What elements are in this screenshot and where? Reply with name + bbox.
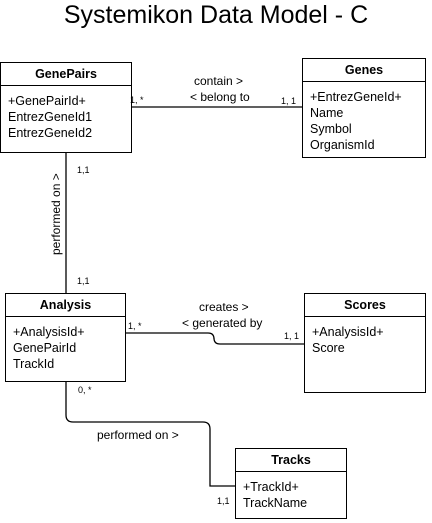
- entity-genes[interactable]: Genes +EntrezGeneId+ Name Symbol Organis…: [302, 58, 426, 158]
- mult-genepairs-genes-to: 1, 1: [281, 96, 297, 106]
- rel-label-belong-to: < belong to: [190, 90, 250, 104]
- entity-tracks[interactable]: Tracks +TrackId+ TrackName: [235, 448, 347, 519]
- attribute: TrackId: [13, 357, 55, 371]
- mult-analysis-scores-to: 1, 1: [284, 331, 300, 341]
- entity-scores[interactable]: Scores +AnalysisId+ Score: [304, 293, 426, 393]
- attribute: TrackName: [243, 496, 308, 510]
- mult-genepairs-genes-from: 1, *: [130, 95, 144, 105]
- rel-label-generated-by: < generated by: [182, 316, 263, 330]
- attribute: Name: [310, 106, 344, 120]
- entity-tracks-name: Tracks: [236, 449, 346, 472]
- mult-genepairs-analysis-to: 1,1: [77, 276, 90, 286]
- entity-analysis-name: Analysis: [6, 294, 125, 317]
- entity-genepairs[interactable]: GenePairs +GenePairId+ EntrezGeneId1 Ent…: [0, 62, 132, 153]
- entity-genepairs-name: GenePairs: [1, 63, 131, 86]
- attribute: +EntrezGeneId+: [310, 90, 402, 104]
- diagram-title: Systemikon Data Model - C: [63, 1, 369, 29]
- attribute: EntrezGeneId2: [8, 126, 93, 140]
- rel-label-performed-on: performed on >: [97, 428, 179, 442]
- attribute: +AnalysisId+: [13, 325, 85, 339]
- mult-analysis-scores-from: 1, *: [128, 321, 142, 331]
- attribute: GenePairId: [13, 341, 77, 355]
- attribute: +GenePairId+: [8, 94, 86, 108]
- entity-analysis[interactable]: Analysis +AnalysisId+ GenePairId TrackId: [5, 293, 126, 382]
- connector-analysis-tracks: [65, 381, 236, 487]
- attribute: +TrackId+: [243, 480, 299, 494]
- connector-analysis-scores: [125, 332, 305, 345]
- rel-label-creates: creates >: [199, 300, 249, 314]
- attribute: Symbol: [310, 122, 352, 136]
- entity-genes-name: Genes: [303, 59, 425, 82]
- rel-label-performed-on-vertical: performed on >: [49, 173, 63, 255]
- mult-analysis-tracks-to: 1,1: [217, 496, 230, 506]
- attribute: EntrezGeneId1: [8, 110, 93, 124]
- attribute: Score: [312, 341, 345, 355]
- entity-scores-name: Scores: [305, 294, 425, 317]
- mult-genepairs-analysis-from: 1,1: [77, 165, 90, 175]
- attribute: OrganismId: [310, 138, 375, 152]
- attribute: +AnalysisId+: [312, 325, 384, 339]
- rel-label-contain: contain >: [194, 74, 244, 88]
- mult-analysis-tracks-from: 0, *: [78, 385, 92, 395]
